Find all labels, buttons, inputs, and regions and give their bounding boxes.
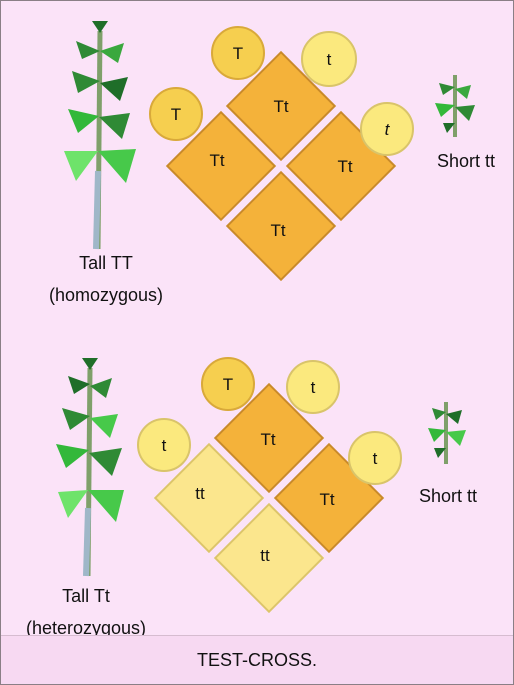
gamete-left-top (211, 26, 265, 80)
gamete-left-bottom-label: t (162, 436, 167, 455)
figure-caption: TEST-CROSS. (1, 635, 513, 684)
short-plant-label: Short tt (436, 151, 496, 171)
punnett-cell-top (213, 382, 325, 494)
tall-plant-genotype-note: (homozygous) (48, 285, 164, 305)
punnett-cell-left (153, 442, 265, 554)
tall-plant-label: Tall TT (79, 253, 133, 273)
gamete-right-bottom-label: t (373, 449, 378, 468)
cell-right-genotype: Tt (319, 490, 334, 509)
gamete-left-bottom (149, 87, 203, 141)
cell-top-genotype: Tt (260, 430, 275, 449)
cell-bottom-genotype: tt (260, 546, 270, 565)
punnett-cell-left (165, 110, 277, 222)
gamete-right-bottom-label: t (385, 120, 391, 139)
homozygous-cross-panel: Tall TT (homozygous) Tt Tt Tt Tt T T t t (1, 1, 513, 336)
punnett-square: Tt tt Tt tt T t t t (137, 357, 402, 614)
heterozygous-cross-panel: Tall Tt (heterozygous) Tt tt Tt tt T t t… (1, 336, 513, 638)
gamete-left-bottom-label: T (171, 105, 181, 124)
gamete-left-top-label: T (223, 375, 233, 394)
gamete-right-top-label: t (311, 378, 316, 397)
gamete-right-bottom (348, 431, 402, 485)
short-plant-icon (428, 402, 466, 464)
gamete-left-top-label: T (233, 44, 243, 63)
gamete-left-bottom (137, 418, 191, 472)
cell-top-genotype: Tt (273, 97, 288, 116)
punnett-cell-bottom (213, 502, 325, 614)
cell-right-genotype: Tt (337, 157, 352, 176)
tall-plant-icon (56, 358, 124, 577)
short-plant-label: Short tt (418, 486, 478, 506)
short-plant-icon (435, 75, 475, 137)
cell-bottom-genotype: Tt (270, 221, 285, 240)
punnett-cell-top (225, 50, 337, 162)
punnett-cell-bottom (225, 170, 337, 282)
cell-left-genotype: tt (195, 484, 205, 503)
cell-left-genotype: Tt (209, 151, 224, 170)
tall-plant-label: Tall Tt (62, 586, 110, 606)
gamete-right-bottom (360, 102, 414, 156)
gamete-left-top (201, 357, 255, 411)
gamete-right-top-label: t (327, 50, 332, 69)
gamete-right-top (301, 31, 357, 87)
gamete-right-top (286, 360, 340, 414)
tall-plant-genotype-note: (heterozygous) (25, 618, 147, 638)
punnett-square: Tt Tt Tt Tt T T t t (149, 26, 414, 282)
tall-plant-icon (64, 21, 136, 250)
